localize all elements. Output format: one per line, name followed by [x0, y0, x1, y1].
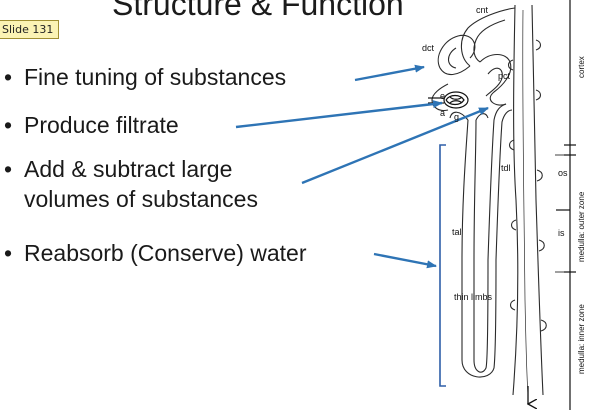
zone-label-inner: medulla: inner zone: [577, 304, 586, 374]
nephron-outline: [432, 5, 546, 395]
zone-label-outer: medulla: outer zone: [577, 191, 586, 262]
arrow-fine-tuning: [355, 67, 424, 80]
arrow-filtrate: [236, 103, 442, 127]
arrow-add-subtract: [302, 108, 488, 183]
label-dct: dct: [422, 43, 435, 53]
label-e: e: [440, 91, 445, 101]
label-a: a: [440, 108, 445, 118]
zone-label-cortex: cortex: [577, 56, 586, 78]
label-is: is: [558, 228, 565, 238]
zone-scale: [556, 0, 576, 410]
label-os: os: [558, 168, 568, 178]
label-g: g: [454, 112, 459, 122]
tal-bracket: [440, 145, 446, 386]
label-thin-limbs: thin limbs: [454, 292, 493, 302]
label-cnt: cnt: [476, 5, 489, 15]
label-tdl: tdl: [501, 163, 511, 173]
label-pct: pct: [498, 71, 511, 81]
label-tal: tal: [452, 227, 462, 237]
arrow-reabsorb: [374, 254, 436, 266]
